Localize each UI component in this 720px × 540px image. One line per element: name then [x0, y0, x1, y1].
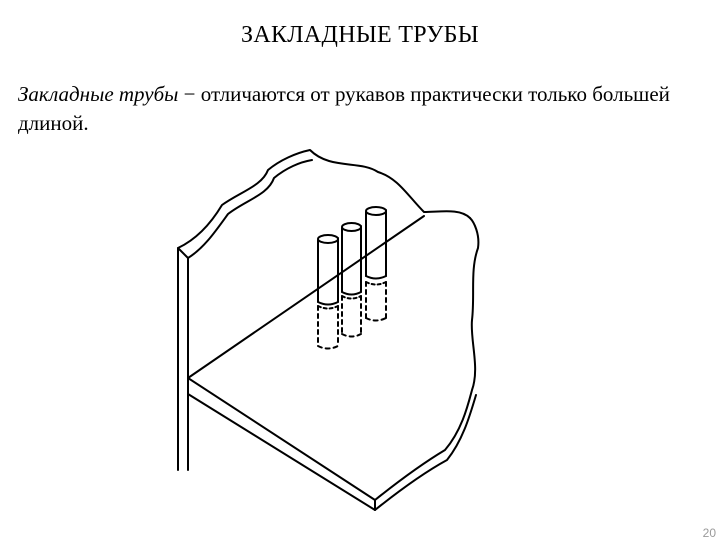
- term: Закладные трубы: [18, 82, 179, 106]
- slab-drawing: [187, 215, 480, 511]
- dash: −: [183, 82, 196, 106]
- wall-drawing: [177, 149, 471, 471]
- description: отличаются от рукавов практически только…: [18, 82, 670, 135]
- slide-title: ЗАКЛАДНЫЕ ТРУБЫ: [241, 22, 479, 48]
- page-number: 20: [702, 526, 716, 540]
- slide-body-text: Закладные трубы − отличаются от рукавов …: [18, 80, 698, 138]
- pipe-right: [365, 206, 387, 322]
- pipe-left: [317, 234, 339, 350]
- pipe-middle: [341, 222, 362, 338]
